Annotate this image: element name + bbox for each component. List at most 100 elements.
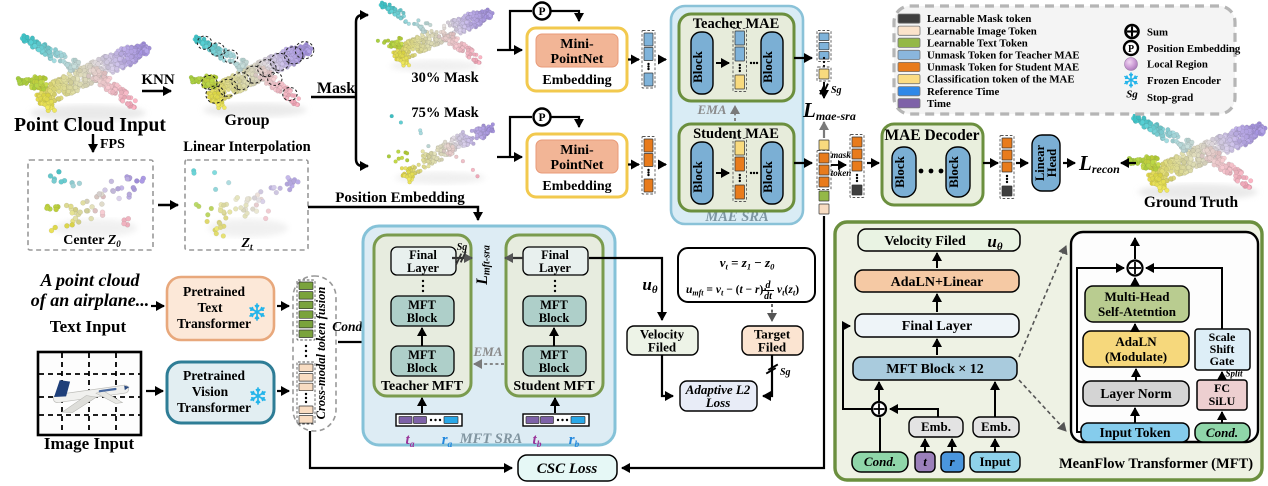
svg-text:Time: Time <box>927 98 951 110</box>
svg-text:Sg: Sg <box>457 242 468 253</box>
svg-text:Self-Atetntion: Self-Atetntion <box>1098 304 1177 319</box>
svg-text:Mask: Mask <box>317 80 355 97</box>
svg-text:Mini-: Mini- <box>560 143 594 158</box>
svg-text:Student MFT: Student MFT <box>513 379 595 394</box>
svg-text:MAE Decoder: MAE Decoder <box>884 127 979 144</box>
svg-text:P: P <box>1128 44 1134 55</box>
svg-text:Multi-Head: Multi-Head <box>1105 289 1171 304</box>
svg-text:Student MAE: Student MAE <box>693 126 779 142</box>
svg-text:MFT Block × 12: MFT Block × 12 <box>886 362 984 377</box>
svg-text:Embedding: Embedding <box>542 179 611 194</box>
svg-text:Pretrained: Pretrained <box>183 284 245 299</box>
svg-text:Position Embedding: Position Embedding <box>1147 43 1241 55</box>
svg-text:AdaLN: AdaLN <box>1115 334 1157 349</box>
svg-text:Stop-grad: Stop-grad <box>1147 92 1193 104</box>
svg-text:Cond.: Cond. <box>1206 425 1238 440</box>
svg-text:Frozen Encoder: Frozen Encoder <box>1147 75 1221 87</box>
svg-text:Position Embedding: Position Embedding <box>335 190 465 206</box>
svg-text:MFT: MFT <box>408 298 436 312</box>
svg-text:Classification token of the MA: Classification token of the MAE <box>927 74 1075 86</box>
svg-text:FC: FC <box>1214 381 1230 395</box>
svg-text:Emb.: Emb. <box>981 419 1011 434</box>
svg-text:AdaLN+Linear: AdaLN+Linear <box>891 275 984 290</box>
svg-text:Reference Time: Reference Time <box>927 86 999 98</box>
svg-text:Filed: Filed <box>648 340 677 355</box>
svg-text:LinearHead: LinearHead <box>1033 144 1059 181</box>
svg-text:Cross-modal token fusion: Cross-modal token fusion <box>314 287 328 420</box>
svg-text:Teacher MFT: Teacher MFT <box>381 379 464 394</box>
svg-text:SiLU: SiLU <box>1209 394 1236 408</box>
svg-text:Block: Block <box>760 50 775 83</box>
svg-text:Block: Block <box>946 155 961 188</box>
svg-text:Text Input: Text Input <box>50 317 127 336</box>
svg-text:Final: Final <box>409 248 437 262</box>
svg-text:Learnable Text Token: Learnable Text Token <box>927 37 1028 49</box>
svg-text:Linear Interpolation: Linear Interpolation <box>183 139 310 155</box>
svg-text:P: P <box>538 6 545 18</box>
svg-text:EMA: EMA <box>697 102 727 117</box>
svg-text:(Modulate): (Modulate) <box>1105 349 1167 364</box>
svg-text:MFT: MFT <box>540 298 568 312</box>
svg-text:Sg: Sg <box>1126 89 1138 101</box>
svg-text:Unmask Token for Student MAE: Unmask Token for Student MAE <box>927 62 1079 74</box>
svg-text:Text: Text <box>197 300 223 315</box>
svg-text:token: token <box>831 168 852 178</box>
svg-text:Block: Block <box>539 311 570 325</box>
svg-text:Loss: Loss <box>705 395 731 410</box>
svg-text:Cond.: Cond. <box>332 319 365 334</box>
svg-text:EMA: EMA <box>473 344 503 359</box>
svg-text:Image Input: Image Input <box>44 434 135 453</box>
svg-text:Split: Split <box>1225 369 1243 379</box>
svg-text:A point cloud: A point cloud <box>39 270 140 290</box>
svg-text:Mini-: Mini- <box>560 37 594 52</box>
svg-text:Pretrained: Pretrained <box>183 368 245 383</box>
svg-text:Point Cloud Input: Point Cloud Input <box>14 115 166 136</box>
svg-text:Block: Block <box>407 361 438 375</box>
svg-text:MFT: MFT <box>408 348 436 362</box>
svg-text:Final: Final <box>541 248 569 262</box>
svg-text:Block: Block <box>690 160 705 193</box>
svg-text:Final Layer: Final Layer <box>902 319 972 334</box>
svg-text:dt: dt <box>764 291 773 302</box>
svg-text:Learnable Mask token: Learnable Mask token <box>927 13 1031 25</box>
svg-text:Ground Truth: Ground Truth <box>1144 194 1239 211</box>
svg-text:Transformer: Transformer <box>177 316 251 331</box>
svg-text:Layer Norm: Layer Norm <box>1100 386 1172 401</box>
svg-text:Filed: Filed <box>758 340 787 355</box>
svg-text:vt(zt): vt(zt) <box>777 284 799 298</box>
svg-text:Block: Block <box>407 311 438 325</box>
svg-text:t: t <box>923 454 927 469</box>
svg-text:Teacher MAE: Teacher MAE <box>693 16 780 32</box>
svg-text:Sg: Sg <box>831 85 842 96</box>
svg-text:Input: Input <box>979 454 1011 469</box>
svg-text:Transformer: Transformer <box>177 400 251 415</box>
svg-text:MFT SRA: MFT SRA <box>459 431 523 447</box>
svg-text:Sg: Sg <box>780 367 791 378</box>
svg-text:Sum: Sum <box>1147 27 1168 39</box>
svg-text:Gate: Gate <box>1210 354 1235 368</box>
svg-text:MFT: MFT <box>540 348 568 362</box>
svg-text:mask: mask <box>831 150 851 160</box>
svg-text:Learnable Image Token: Learnable Image Token <box>927 25 1037 37</box>
svg-text:Layer: Layer <box>407 261 439 275</box>
svg-text:Input Token: Input Token <box>1100 425 1171 440</box>
svg-text:Block: Block <box>539 361 570 375</box>
svg-text:Cond.: Cond. <box>864 454 896 469</box>
svg-text:Block: Block <box>690 50 705 83</box>
svg-text:PointNet: PointNet <box>551 52 604 67</box>
svg-text:Emb.: Emb. <box>921 419 951 434</box>
svg-text:Block: Block <box>892 155 907 188</box>
svg-text:MeanFlow Transformer (MFT): MeanFlow Transformer (MFT) <box>1059 456 1253 472</box>
svg-text:Layer: Layer <box>539 261 571 275</box>
svg-text:Unmask Token for Teacher MAE: Unmask Token for Teacher MAE <box>927 50 1080 62</box>
svg-text:Velocity Filed: Velocity Filed <box>884 234 966 249</box>
svg-text:P: P <box>538 112 545 124</box>
svg-text:30% Mask: 30% Mask <box>411 70 479 86</box>
svg-text:Embedding: Embedding <box>542 73 611 88</box>
svg-text:Center Z0: Center Z0 <box>63 233 121 249</box>
svg-text:Local Region: Local Region <box>1147 59 1208 71</box>
svg-text:PointNet: PointNet <box>551 158 604 173</box>
svg-text:FPS: FPS <box>100 137 125 152</box>
svg-text:CSC Loss: CSC Loss <box>537 461 598 477</box>
svg-text:of an airplane...: of an airplane... <box>31 290 150 310</box>
